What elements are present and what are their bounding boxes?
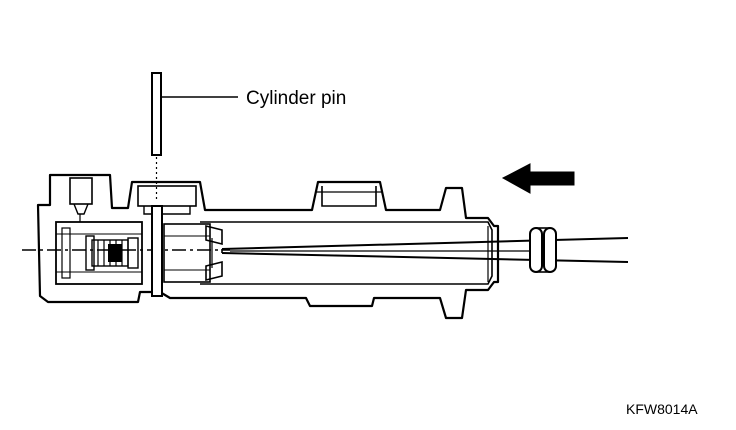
left-chamber: [55, 221, 143, 285]
piston: [163, 223, 223, 283]
valve-spring-assembly: [85, 235, 139, 271]
outlet-fitting: [69, 177, 93, 205]
cylinder-pin-label: Cylinder pin: [246, 88, 346, 109]
rod-boot: [529, 227, 557, 273]
reservoir-port-right: [321, 186, 377, 207]
cylinder-pin-installed: [151, 205, 163, 297]
figure-code: KFW8014A: [626, 401, 698, 417]
cylinder-pin-removed: [151, 72, 162, 156]
reservoir-port-left: [137, 185, 197, 207]
direction-arrow-icon: [501, 163, 575, 194]
cylinder-body: [36, 173, 500, 320]
push-rod: [221, 237, 629, 263]
cylinder-bore: [200, 221, 493, 285]
